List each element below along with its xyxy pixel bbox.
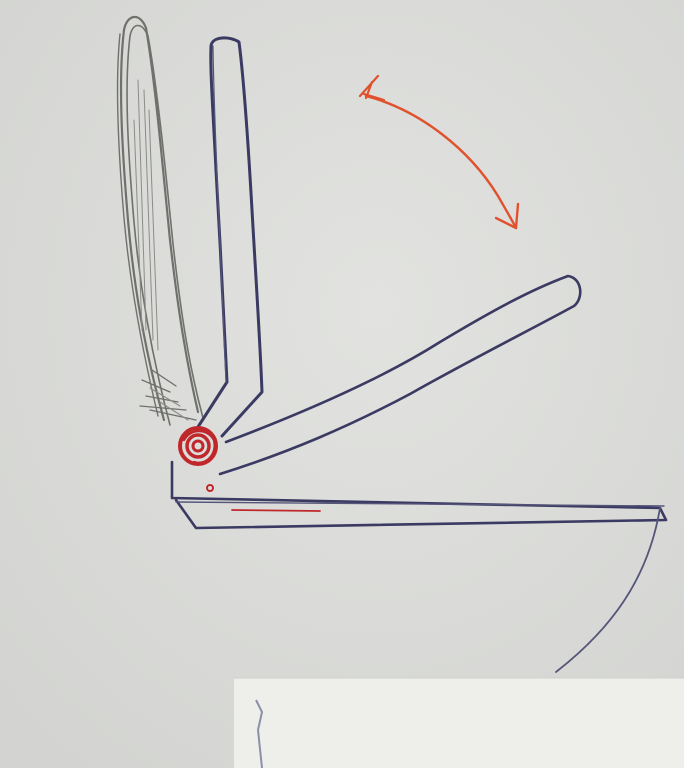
overlay-photo-corner: [234, 678, 684, 768]
